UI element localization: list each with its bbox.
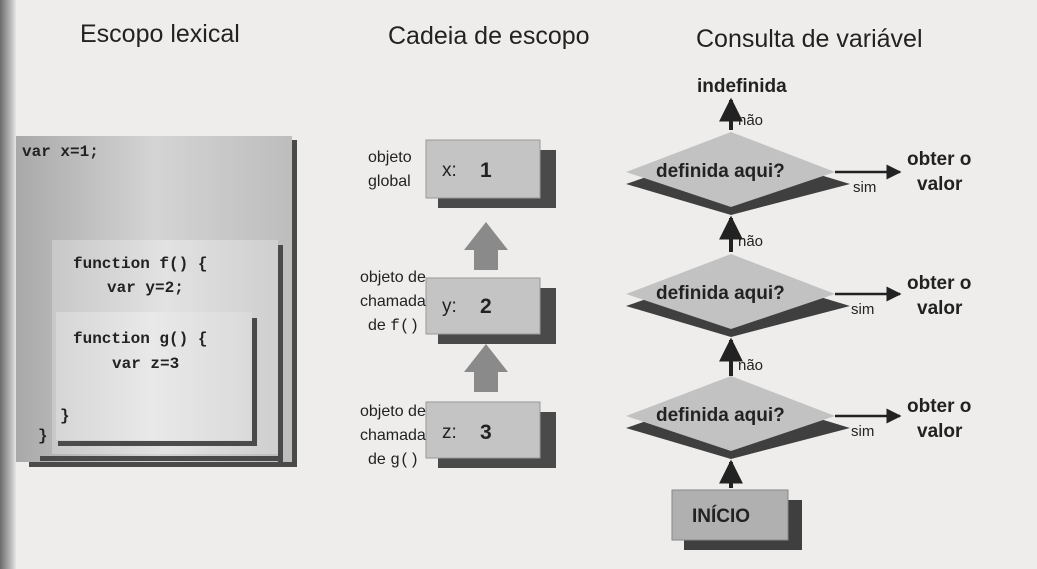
decision-question: definida aqui? xyxy=(656,405,785,426)
scope-var-name: y: xyxy=(442,296,457,317)
no-label: não xyxy=(738,233,763,250)
result-get-value: obter o xyxy=(907,396,971,417)
yes-label: sim xyxy=(851,423,874,440)
decision-diamond xyxy=(626,132,835,207)
decision-diamond xyxy=(626,376,835,451)
scope-label: objeto xyxy=(368,149,412,166)
start-box xyxy=(671,489,789,541)
result-get-value: valor xyxy=(917,174,963,195)
code-function-g: function g() { xyxy=(73,330,207,348)
result-get-value: obter o xyxy=(907,149,971,170)
title-variable-lookup: Consulta de variável xyxy=(696,25,923,53)
function-g-scope-box xyxy=(56,312,252,440)
code-var-y: var y=2; xyxy=(107,279,184,297)
start-label: INÍCIO xyxy=(692,505,750,527)
scope-var-value: 2 xyxy=(480,295,492,318)
result-get-value: valor xyxy=(917,298,963,319)
code-close-f: } xyxy=(38,427,48,445)
scope-var-name: z: xyxy=(442,422,457,443)
lexical-scope-panel: var x=1; function f() { var y=2; functio… xyxy=(16,136,297,467)
yes-label: sim xyxy=(851,301,874,318)
scope-label: objeto de xyxy=(360,403,426,420)
scope-object-call-f xyxy=(425,277,541,335)
scope-object-call-g xyxy=(425,401,541,459)
result-undefined: indefinida xyxy=(697,76,787,97)
decision-question: definida aqui? xyxy=(656,161,785,182)
title-scope-chain: Cadeia de escopo xyxy=(388,22,590,50)
chain-arrow-up-icon xyxy=(464,222,508,270)
no-label: não xyxy=(738,357,763,374)
scope-chain-panel: x: 1 objeto global y: 2 objeto de chamad… xyxy=(360,139,556,469)
title-lexical-scope: Escopo lexical xyxy=(80,20,240,48)
scope-var-name: x: xyxy=(442,160,457,181)
scope-var-value: 3 xyxy=(480,421,492,444)
no-label: não xyxy=(738,112,763,129)
code-function-f: function f() { xyxy=(73,255,207,273)
chain-arrow-up-icon xyxy=(464,344,508,392)
scope-label: chamada xyxy=(360,293,426,310)
page-gutter-shadow xyxy=(0,0,16,569)
scope-object-global xyxy=(425,139,541,199)
scope-label: de g() xyxy=(368,451,419,469)
scope-label: chamada xyxy=(360,427,426,444)
code-var-z: var z=3 xyxy=(112,355,179,373)
scope-label: objeto de xyxy=(360,269,426,286)
decision-question: definida aqui? xyxy=(656,283,785,304)
scope-var-value: 1 xyxy=(480,159,492,182)
variable-lookup-flowchart: indefinida não definida aqui? sim obter … xyxy=(626,76,971,550)
code-global-var: var x=1; xyxy=(22,143,99,161)
result-get-value: obter o xyxy=(907,273,971,294)
result-get-value: valor xyxy=(917,421,963,442)
code-close-g: } xyxy=(60,407,70,425)
decision-diamond xyxy=(626,254,835,329)
scope-label: de f() xyxy=(368,317,419,335)
scope-label: global xyxy=(368,173,411,190)
yes-label: sim xyxy=(853,179,876,196)
